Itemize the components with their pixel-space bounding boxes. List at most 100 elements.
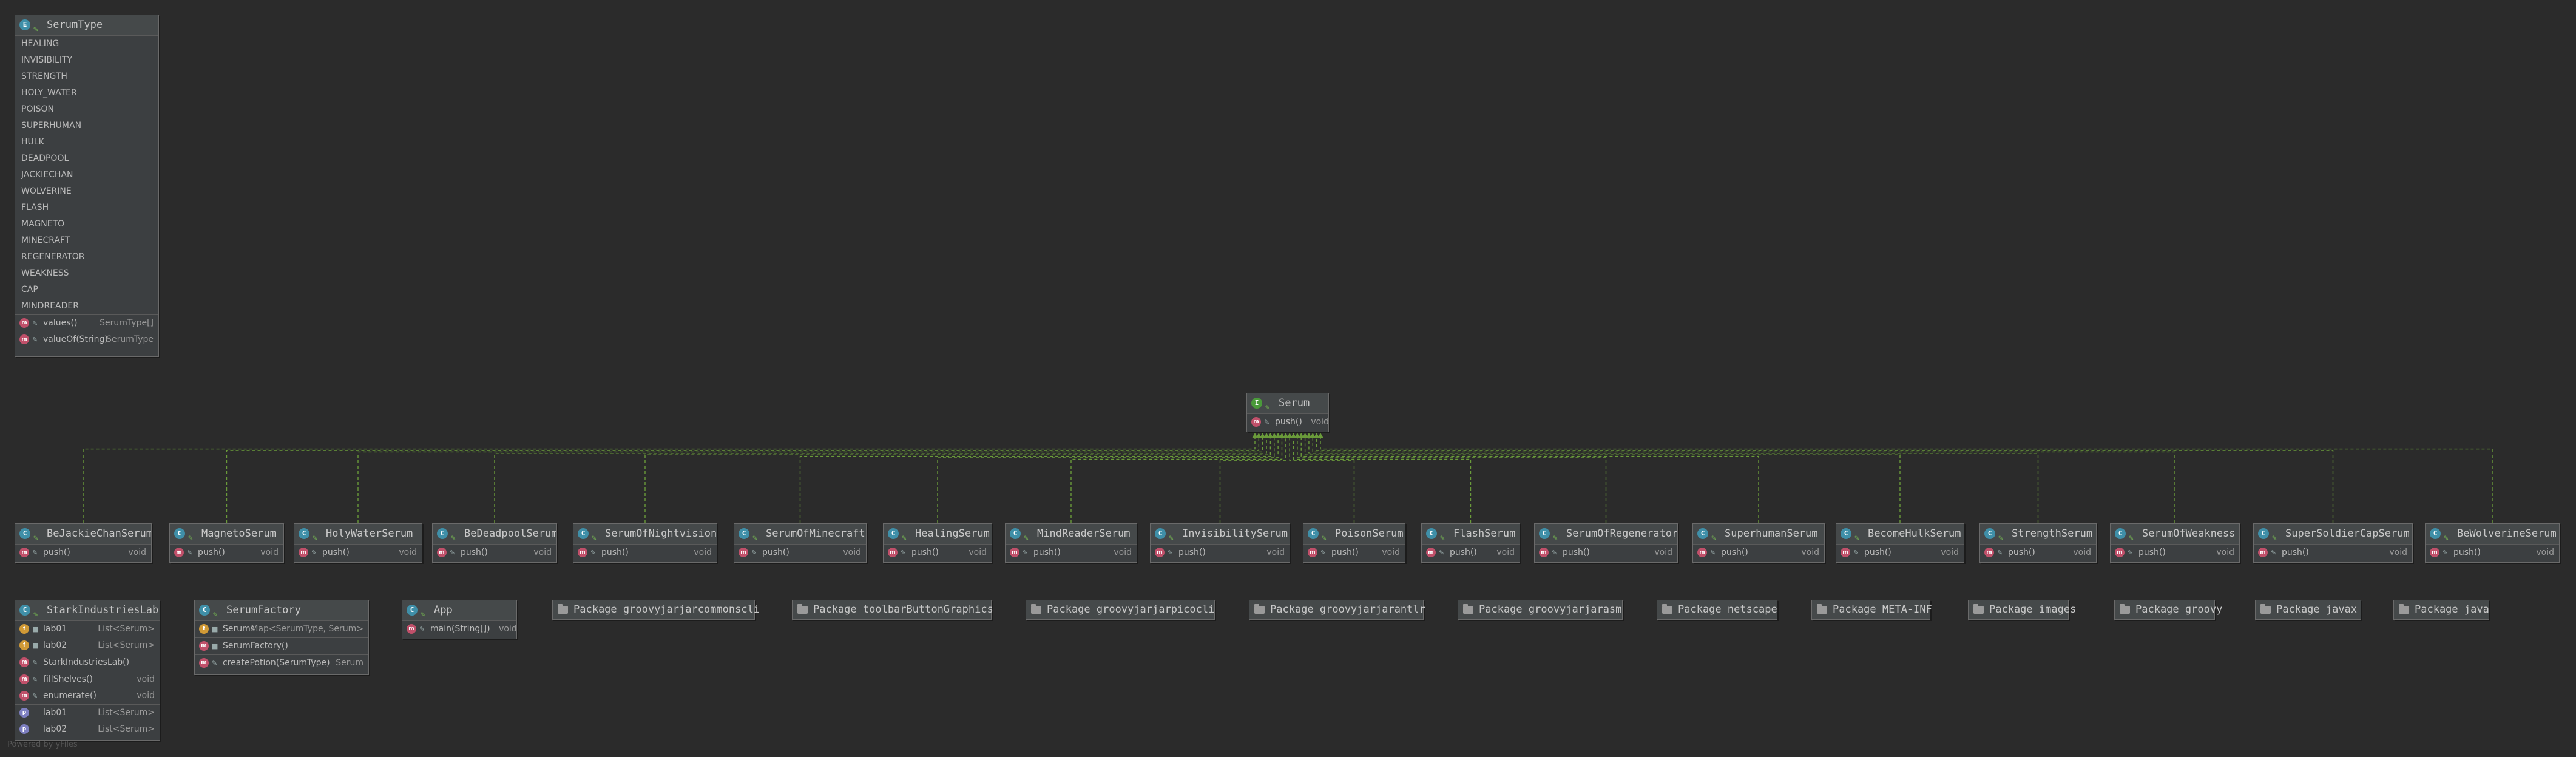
implementation-method-row: m✎push()void bbox=[1151, 545, 1290, 561]
realization-edge bbox=[799, 436, 1275, 523]
package-node[interactable]: Package images bbox=[1968, 600, 2076, 620]
property-name: lab01 bbox=[43, 708, 67, 718]
method-type: void bbox=[843, 548, 861, 557]
access-icon: ✎ bbox=[752, 534, 757, 543]
realization-edge bbox=[494, 436, 1267, 523]
package-node[interactable]: Package groovyjarjarantlr bbox=[1249, 600, 1425, 620]
access-icon: ✎ bbox=[313, 534, 317, 543]
access-icon: ✎ bbox=[1997, 549, 2003, 557]
class-icon: C bbox=[19, 528, 30, 539]
package-node[interactable]: Package netscape bbox=[1657, 600, 1777, 620]
access-icon: ✎ bbox=[32, 336, 38, 344]
powered-by-footer: Powered by yFiles bbox=[7, 740, 78, 749]
access-icon: ✎ bbox=[32, 319, 38, 327]
constructor-icon: m bbox=[199, 641, 209, 651]
constructor-name: SerumFactory() bbox=[223, 641, 288, 651]
app-node[interactable]: C ✎ App m ✎ main(String[]) void bbox=[402, 600, 517, 639]
package-label: Package groovyjarjarcommonscli bbox=[573, 603, 760, 616]
enum-method-row: m✎values()SerumType[] bbox=[15, 315, 158, 331]
method-type: void bbox=[128, 548, 146, 557]
enum-method-row: m✎valueOf(String)SerumType bbox=[15, 331, 158, 348]
package-node[interactable]: Package groovyjarjarpicocli bbox=[1026, 600, 1215, 620]
access-icon: ✎ bbox=[213, 610, 218, 619]
access-icon: ✎ bbox=[1711, 534, 1716, 543]
folder-icon bbox=[2399, 604, 2409, 614]
access-icon: ✎ bbox=[1853, 549, 1859, 557]
method-type: SerumType bbox=[106, 334, 154, 344]
method-name: push() bbox=[1864, 548, 1891, 557]
field-name: lab02 bbox=[43, 640, 67, 650]
realization-edge bbox=[644, 436, 1271, 523]
implementation-title: PoisonSerum bbox=[1335, 528, 1404, 540]
folder-icon bbox=[1662, 604, 1672, 614]
realization-arrowhead bbox=[1313, 433, 1320, 438]
package-node[interactable]: Package groovy bbox=[2114, 600, 2222, 620]
access-icon: ✎ bbox=[1854, 534, 1859, 543]
implementation-title: HolyWaterSerum bbox=[326, 528, 413, 540]
implementation-title: StrengthSerum bbox=[2012, 528, 2093, 540]
folder-icon bbox=[2120, 604, 2130, 614]
package-node[interactable]: Package groovyjarjarasm bbox=[1458, 600, 1623, 620]
package-node[interactable]: Package groovyjarjarcommonscli bbox=[552, 600, 760, 620]
realization-edge bbox=[1297, 436, 1607, 523]
lab-constructor-row: m ✎ StarkIndustriesLab() bbox=[15, 654, 160, 671]
package-node[interactable]: Package toolbarButtonGraphics bbox=[792, 600, 993, 620]
starkindustrieslab-node[interactable]: C ✎ StarkIndustriesLab f ■ lab01 List<Se… bbox=[15, 600, 160, 741]
access-icon: ✎ bbox=[751, 549, 757, 557]
serumfactory-node[interactable]: C ✎ SerumFactory f ■ Serums Map<SerumTyp… bbox=[194, 600, 369, 675]
access-icon: ✎ bbox=[33, 610, 38, 619]
method-name: push() bbox=[198, 548, 225, 557]
class-icon: C bbox=[1984, 528, 1995, 539]
access-icon: ✎ bbox=[1265, 403, 1270, 412]
package-node[interactable]: Package javax bbox=[2255, 600, 2361, 620]
access-icon: ✎ bbox=[1024, 534, 1029, 543]
method-name: valueOf(String) bbox=[43, 334, 108, 344]
realization-arrowhead bbox=[1271, 433, 1277, 438]
enum-constant: HULK bbox=[21, 137, 44, 147]
implementation-method-row: m✎push()void bbox=[1535, 545, 1677, 561]
package-node[interactable]: Package META-INF bbox=[1811, 600, 1932, 620]
realization-arrowhead bbox=[1279, 433, 1285, 438]
method-type: void bbox=[1114, 548, 1132, 557]
method-type: void bbox=[533, 548, 552, 557]
class-icon: C bbox=[1697, 528, 1708, 539]
factory-title: SerumFactory bbox=[226, 604, 301, 616]
realization-arrowhead bbox=[1310, 433, 1316, 438]
implementation-header: C✎BeWolverineSerum bbox=[2426, 524, 2559, 545]
package-node[interactable]: Package java bbox=[2393, 600, 2489, 620]
class-icon: C bbox=[1841, 528, 1851, 539]
method-type: void bbox=[1266, 548, 1285, 557]
class-icon: C bbox=[407, 605, 418, 616]
serum-interface-node[interactable]: I ✎ Serum m ✎ push() void bbox=[1246, 393, 1329, 432]
access-icon: ✎ bbox=[590, 549, 597, 557]
serumtype-title: SerumType bbox=[47, 19, 103, 31]
folder-icon bbox=[1463, 604, 1473, 614]
method-name: push() bbox=[2008, 548, 2035, 557]
field-icon: f bbox=[19, 624, 29, 634]
access-icon: ✎ bbox=[451, 534, 456, 543]
serum-header: I ✎ Serum bbox=[1247, 393, 1328, 414]
implementation-title: SuperhumanSerum bbox=[1725, 528, 1818, 540]
class-icon: C bbox=[739, 528, 749, 539]
serumtype-header: E ✎ SerumType bbox=[15, 15, 158, 36]
